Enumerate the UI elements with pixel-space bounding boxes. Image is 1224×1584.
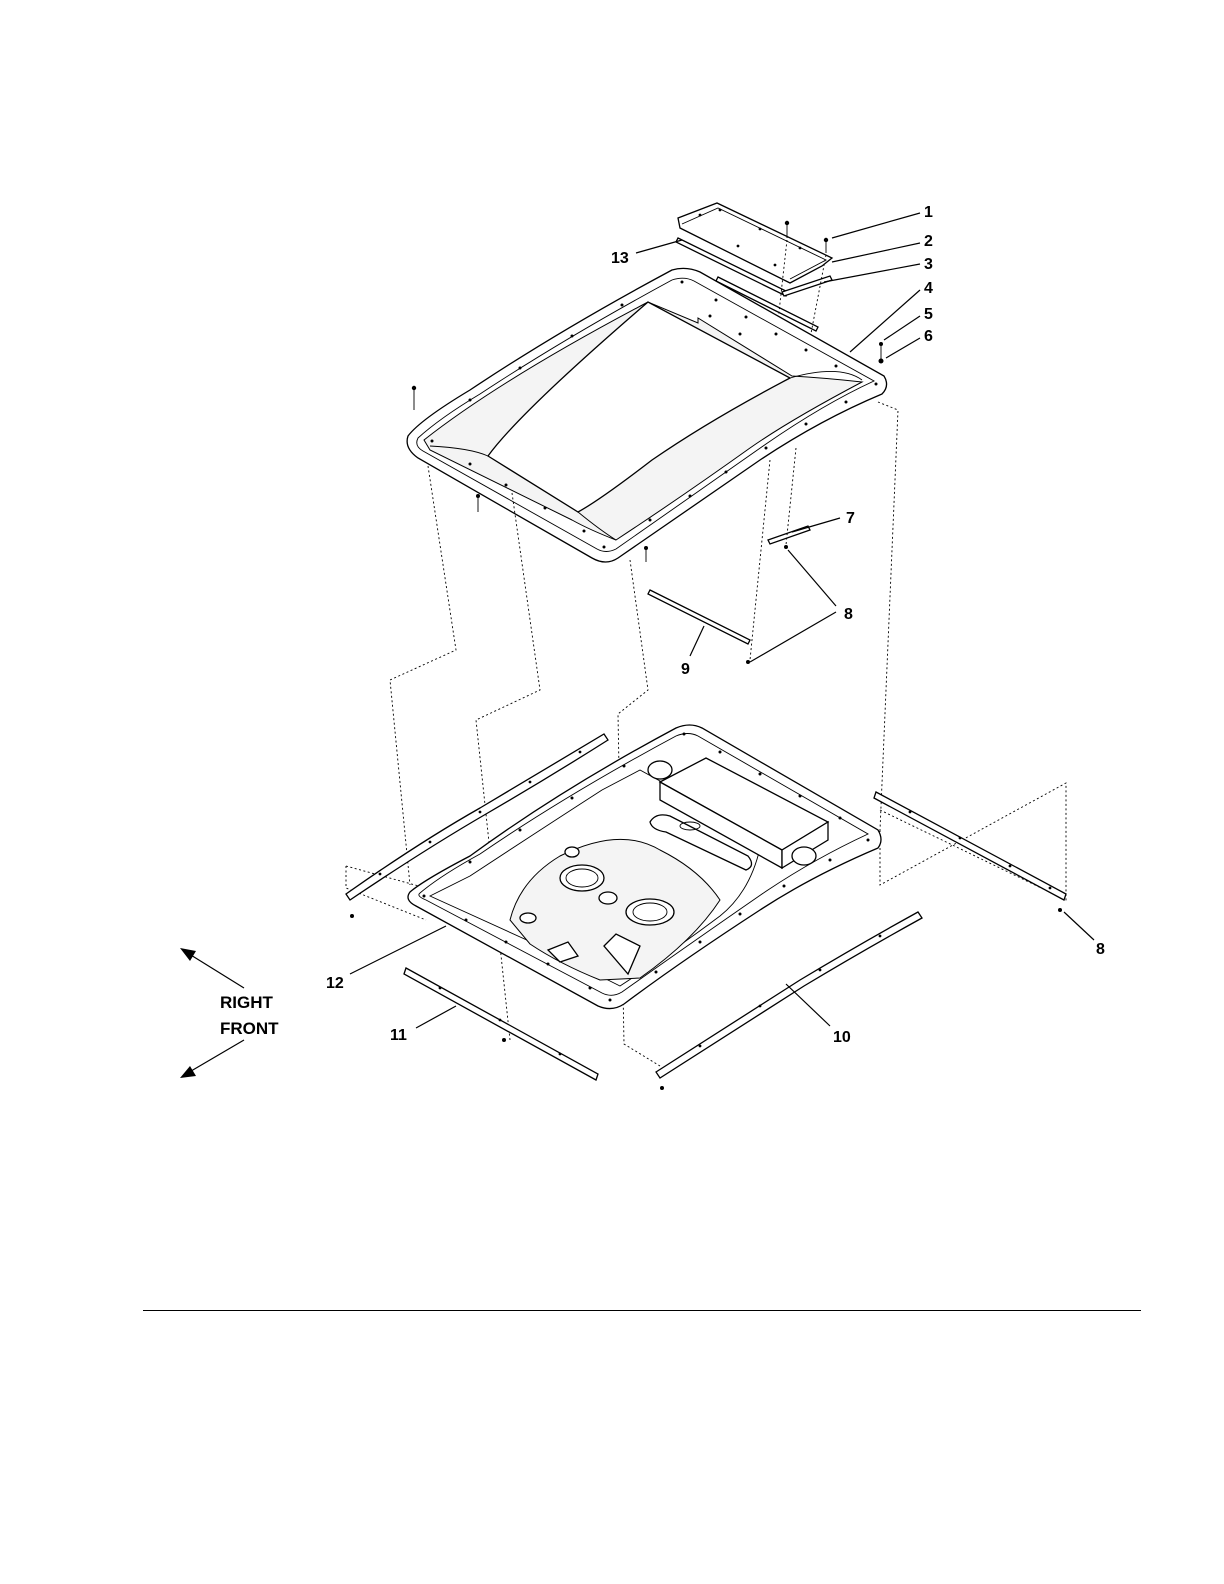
right-side-strip bbox=[874, 792, 1066, 912]
callout-3: 3 bbox=[924, 256, 933, 273]
front-arrow-icon bbox=[180, 1040, 244, 1078]
callout-7: 7 bbox=[846, 510, 855, 527]
lower-roof-base bbox=[408, 725, 881, 1009]
access-cover-plate bbox=[678, 203, 832, 283]
callout-9: 9 bbox=[681, 661, 690, 678]
callout-13: 13 bbox=[611, 250, 629, 267]
right-direction-label: RIGHT bbox=[220, 993, 274, 1012]
right-arrow-icon bbox=[180, 948, 244, 988]
callout-10: 10 bbox=[833, 1029, 851, 1046]
strip-7 bbox=[768, 526, 810, 549]
callout-8: 8 bbox=[844, 606, 853, 623]
callout-8-right: 8 bbox=[1096, 941, 1105, 958]
strip-9 bbox=[648, 590, 750, 664]
front-direction-label: FRONT bbox=[220, 1019, 279, 1038]
footer-rule bbox=[143, 1310, 1141, 1311]
callout-12: 12 bbox=[326, 975, 344, 992]
callout-5: 5 bbox=[924, 306, 933, 323]
callout-2: 2 bbox=[924, 233, 933, 250]
direction-indicator: RIGHT FRONT bbox=[180, 948, 279, 1078]
callout-11: 11 bbox=[390, 1027, 407, 1044]
callout-1: 1 bbox=[924, 204, 933, 221]
callout-4: 4 bbox=[924, 280, 933, 297]
callout-6: 6 bbox=[924, 328, 933, 345]
